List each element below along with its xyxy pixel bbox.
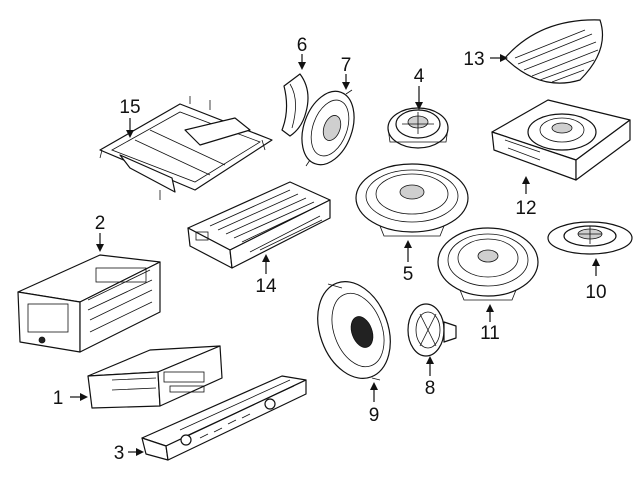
callout-6: 6 — [297, 35, 308, 56]
callout-labels: 1 2 3 4 5 6 7 8 9 10 11 12 13 14 15 — [53, 35, 607, 464]
head-unit-part — [17, 254, 161, 353]
callout-13: 13 — [463, 49, 484, 70]
callout-1: 1 — [53, 388, 64, 409]
woofer-11-part — [437, 227, 539, 301]
subwoofer-part — [491, 99, 631, 181]
door-speaker-part — [317, 280, 391, 381]
callout-14: 14 — [255, 276, 277, 297]
callout-11: 11 — [480, 323, 500, 344]
side-tweeter-part — [407, 303, 457, 357]
callout-7: 7 — [341, 55, 352, 76]
tweeter-cover-part — [281, 73, 309, 137]
callout-4: 4 — [414, 66, 425, 87]
control-unit-part — [87, 345, 223, 409]
amplifier-part — [187, 181, 331, 269]
midrange-speaker-part — [301, 89, 355, 167]
callout-3: 3 — [114, 443, 125, 464]
grille-part — [504, 19, 604, 84]
tweeter-part — [387, 107, 449, 149]
callout-15: 15 — [119, 97, 140, 118]
callout-12: 12 — [515, 198, 536, 219]
callout-2: 2 — [95, 213, 106, 234]
woofer-5-part — [355, 163, 469, 237]
tweeter-10-part — [547, 221, 633, 255]
climate-panel-part — [141, 375, 307, 461]
callout-9: 9 — [369, 405, 380, 426]
callout-5: 5 — [403, 264, 414, 285]
callout-10: 10 — [585, 282, 606, 303]
bracket-part — [99, 96, 273, 200]
leader-lines — [70, 54, 600, 456]
callout-8: 8 — [425, 378, 436, 399]
